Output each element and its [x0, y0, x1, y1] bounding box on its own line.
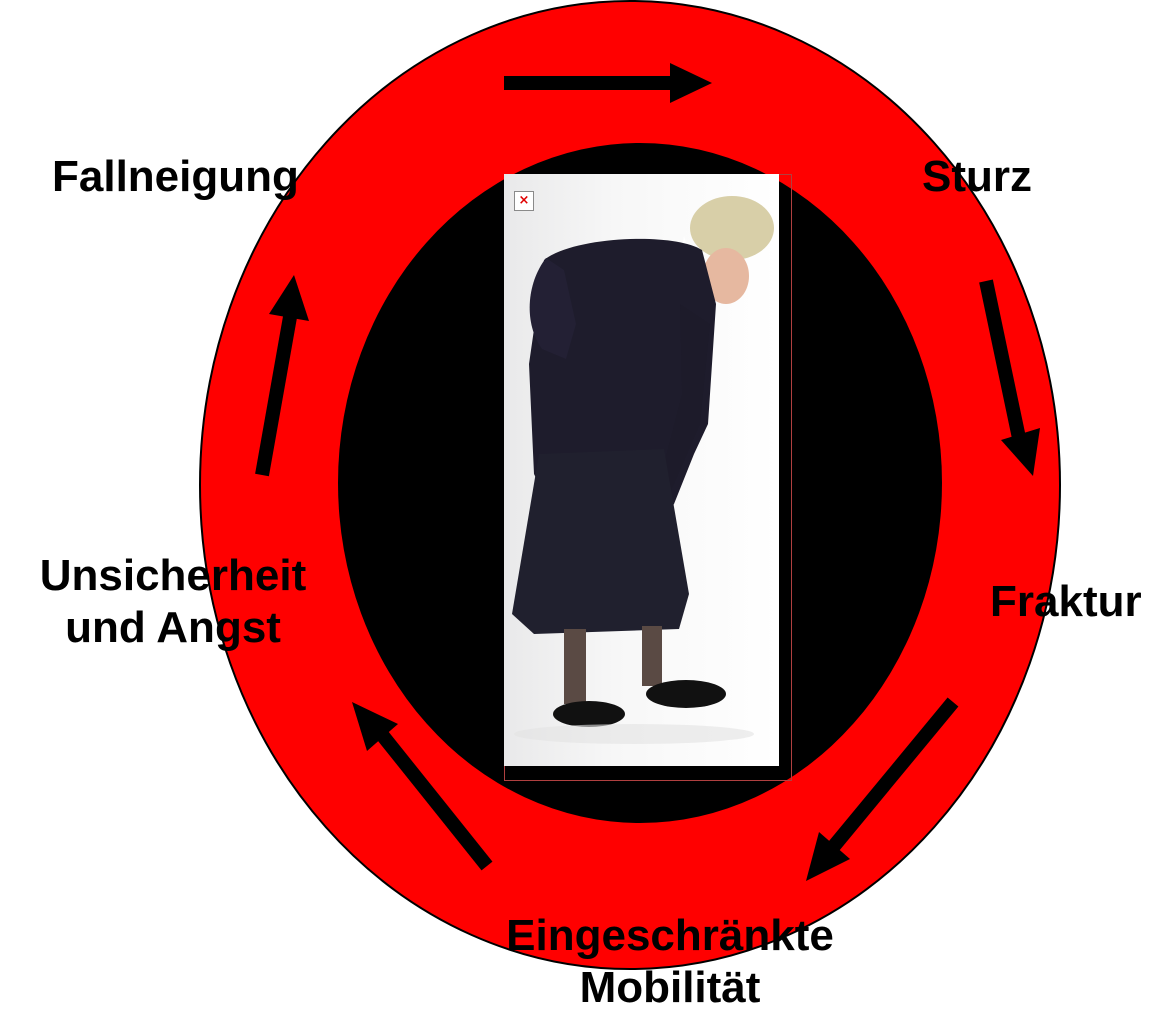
- label-sturz: Sturz: [922, 151, 1032, 203]
- label-fallneigung: Fallneigung: [52, 151, 299, 203]
- label-mobilitaet-line-2: Mobilität: [430, 962, 910, 1014]
- broken-image-icon: ×: [514, 191, 534, 211]
- photo-illustration: [504, 174, 779, 766]
- label-fraktur: Fraktur: [990, 576, 1142, 628]
- label-unsicherheit-und-angst: Unsicherheit und Angst: [8, 550, 338, 654]
- label-unsicherheit-line-1: Unsicherheit: [8, 550, 338, 602]
- label-unsicherheit-line-2: und Angst: [8, 602, 338, 654]
- label-mobilitaet-line-1: Eingeschränkte: [430, 910, 910, 962]
- elderly-woman-photo: ×: [504, 174, 779, 766]
- label-eingeschraenkte-mobilitaet: Eingeschränkte Mobilität: [430, 910, 910, 1014]
